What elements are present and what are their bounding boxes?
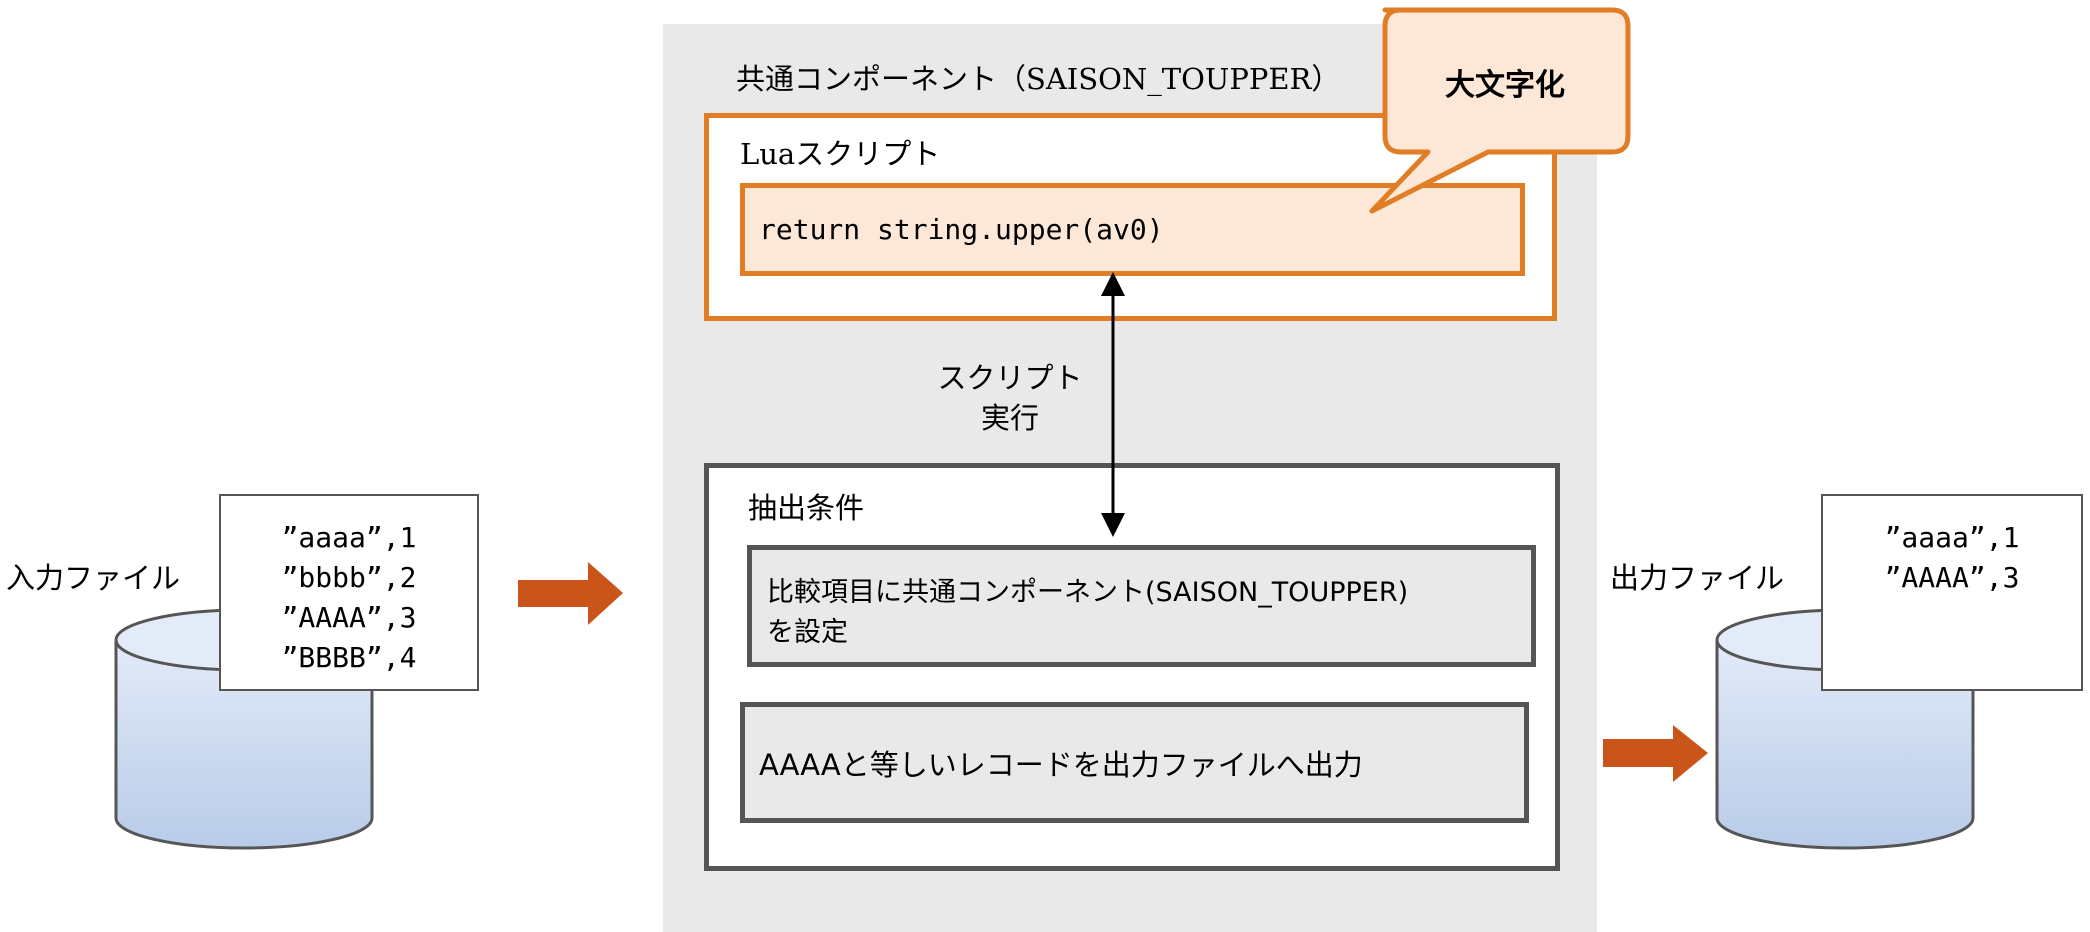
input-records-box: ”aaaa”,1 ”bbbb”,2 ”AAAA”,3 ”BBBB”,4	[219, 494, 479, 691]
output-file-label: 出力ファイル	[1610, 561, 1785, 595]
callout-text: 大文字化	[1445, 68, 1565, 103]
input-record: ”aaaa”,1	[281, 521, 417, 554]
output-condition-text: AAAAと等しいレコードを出力ファイルへ出力	[759, 747, 1363, 782]
input-record: ”AAAA”,3	[281, 601, 417, 634]
output-condition-box: AAAAと等しいレコードを出力ファイルへ出力	[740, 702, 1529, 823]
output-records-box: ”aaaa”,1 ”AAAA”,3	[1821, 494, 2083, 691]
script-execution-label: スクリプト 実行	[905, 358, 1115, 438]
input-file-label: 入力ファイル	[6, 561, 181, 595]
script-execution-line2: 実行	[980, 401, 1039, 435]
input-record: ”bbbb”,2	[281, 561, 417, 594]
compare-item-line2: を設定	[767, 617, 848, 648]
lua-script-label: Luaスクリプト	[740, 137, 941, 171]
output-flow-arrow-icon	[1603, 725, 1708, 782]
compare-item-box: 比較項目に共通コンポーネント(SAISON_TOUPPER) を設定	[747, 545, 1536, 667]
code-text: return string.upper(av0)	[759, 213, 1164, 246]
output-record: ”aaaa”,1	[1884, 521, 2020, 554]
script-execution-line1: スクリプト	[937, 361, 1083, 395]
input-flow-arrow-icon	[518, 562, 623, 625]
output-record: ”AAAA”,3	[1884, 561, 2020, 594]
extraction-condition-label: 抽出条件	[748, 491, 865, 525]
code-box: return string.upper(av0)	[740, 183, 1525, 276]
input-record: ”BBBB”,4	[281, 641, 417, 674]
compare-item-line1: 比較項目に共通コンポーネント(SAISON_TOUPPER)	[767, 577, 1409, 608]
component-title: 共通コンポーネント（SAISON_TOUPPER）	[736, 62, 1341, 96]
